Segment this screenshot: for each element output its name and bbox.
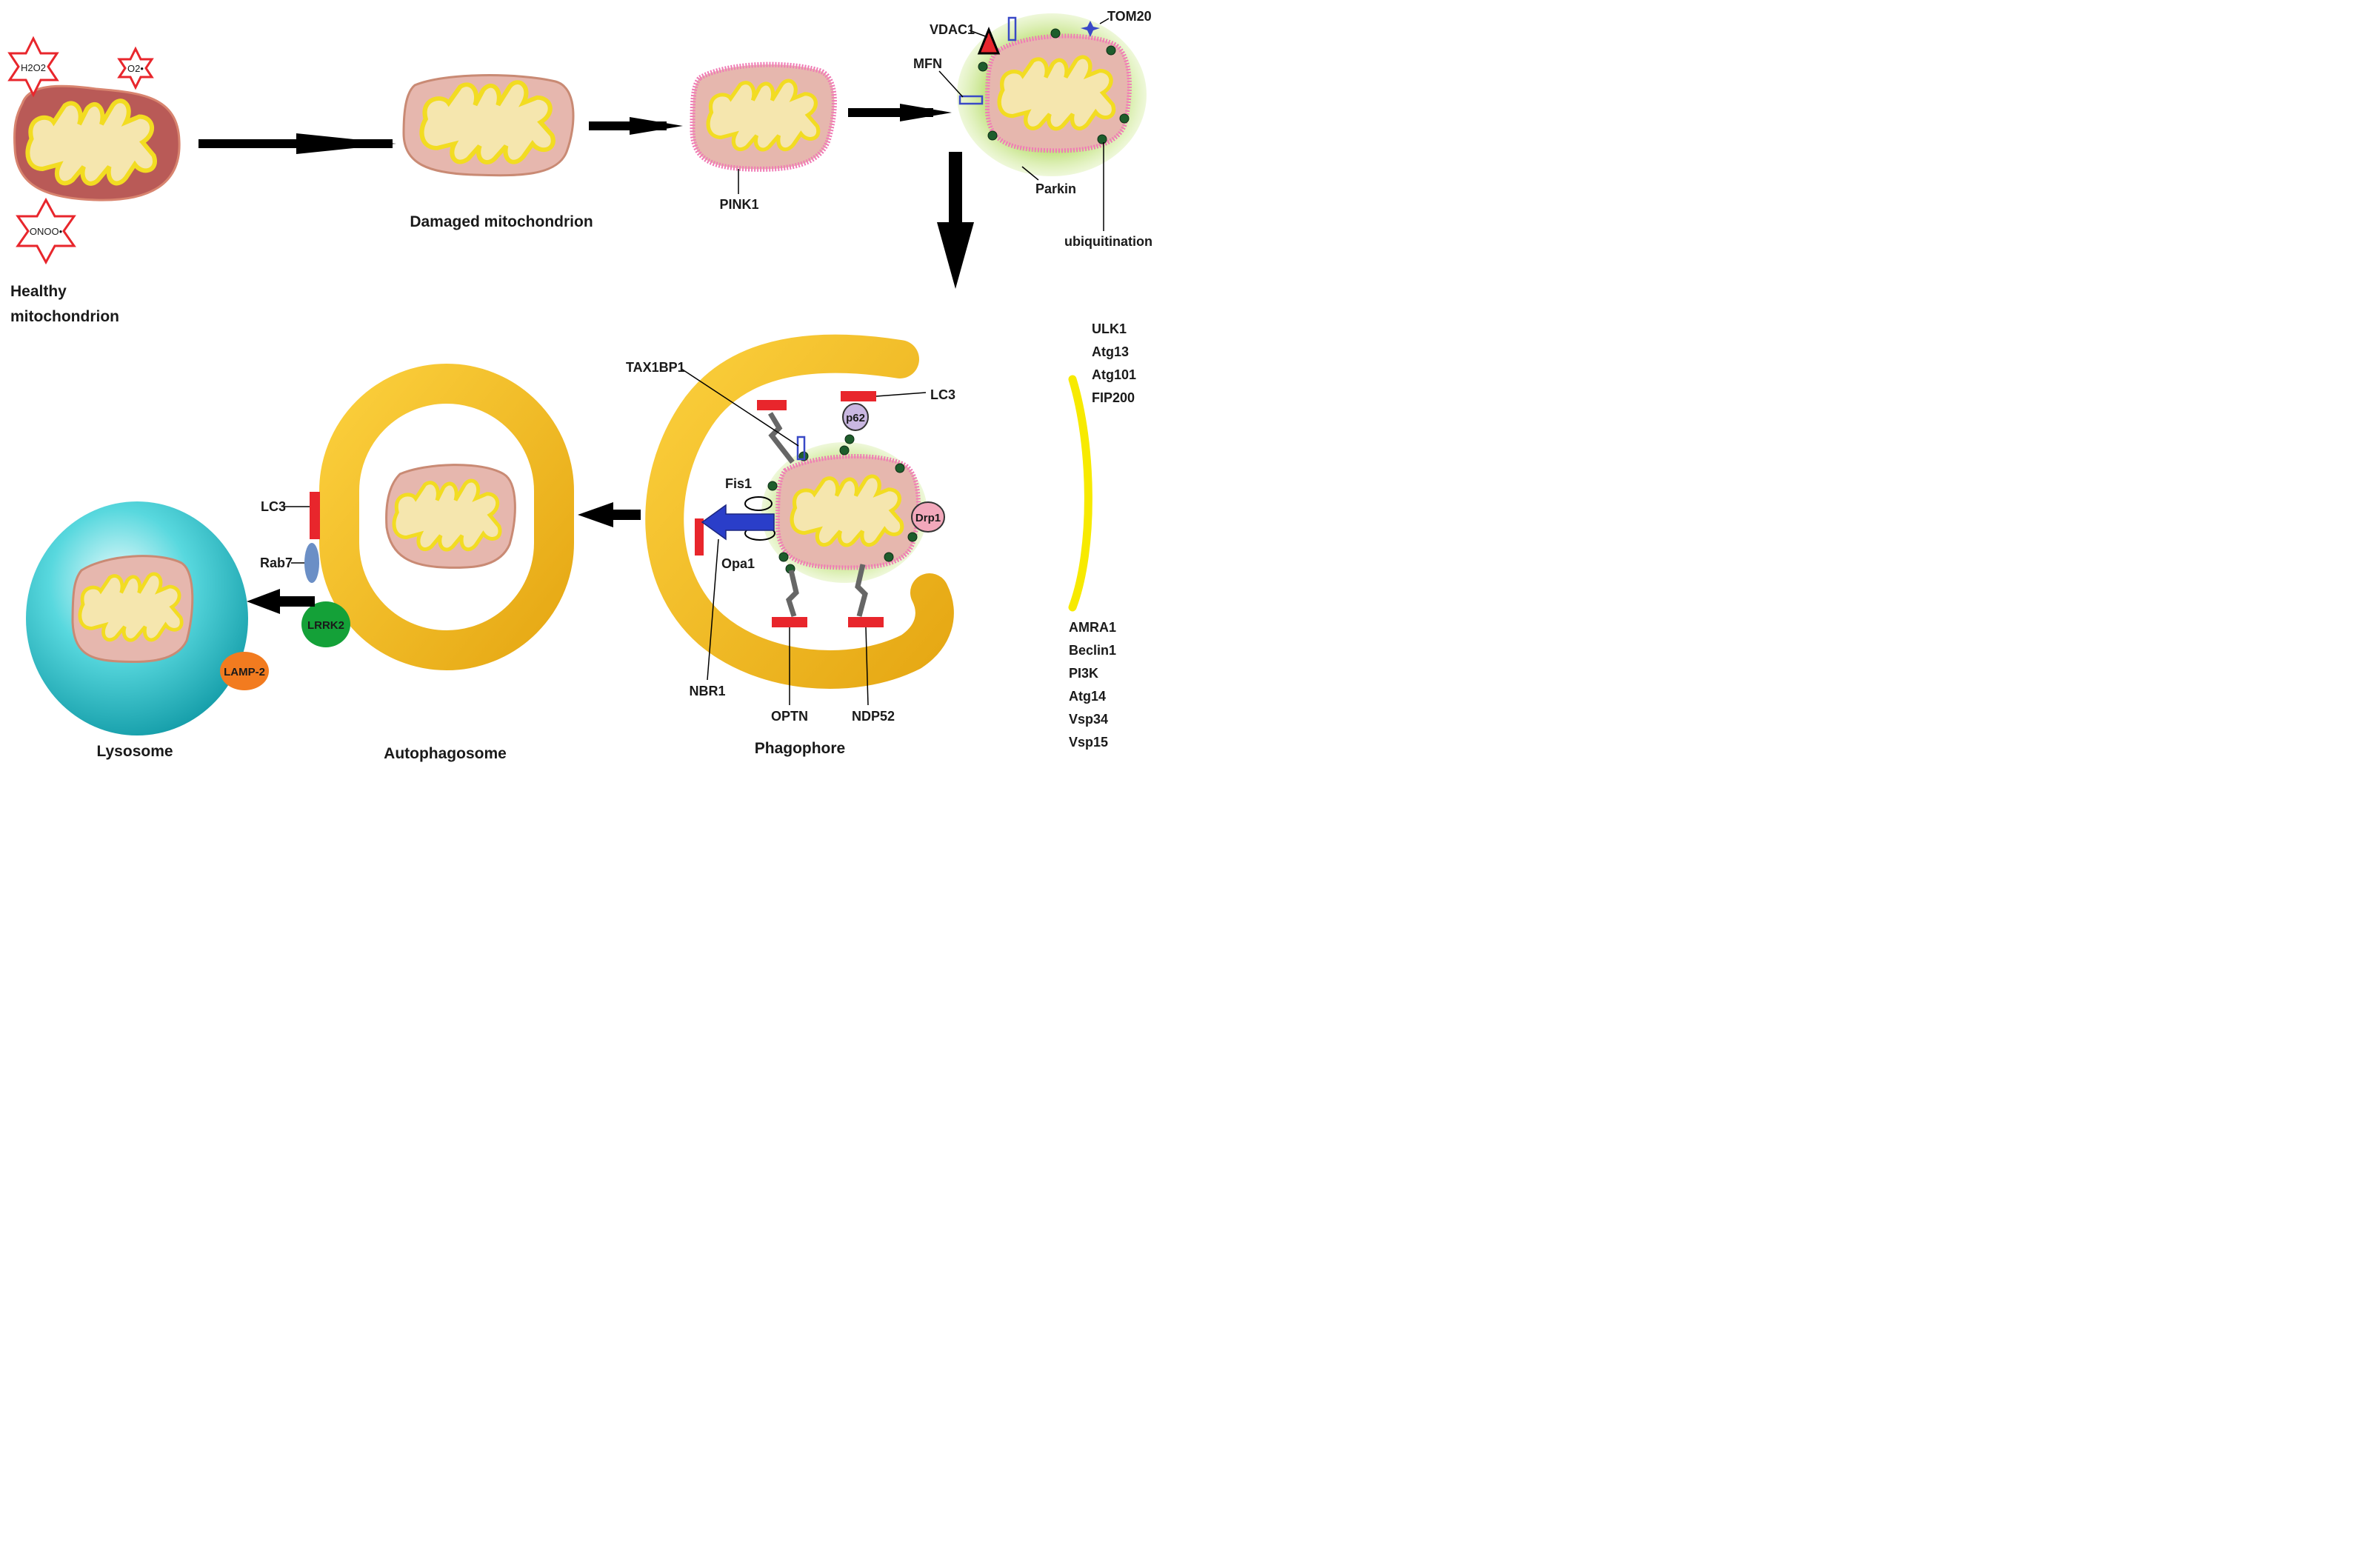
tom20-label: TOM20 [1107,9,1152,24]
lamp2-protein: LAMP-2 [220,652,269,690]
arrow-head-4 [578,502,613,527]
onoo-label: ONOO• [30,226,63,237]
phagophore [645,334,954,689]
lrrk2-protein: LRRK2 [301,601,350,647]
lc3-autophagosome [310,492,320,539]
vdac1-triangle [977,27,1001,55]
lc3-label-autophagosome: LC3 [261,499,286,514]
diagram-canvas: H2O2 O2• ONOO• Healthy mitochondrion Hea… [7,9,1152,762]
onoo-ros-star: ONOO• [16,197,76,265]
vdac1-channel [1007,16,1017,41]
nucleation-item-3: Atg14 [1069,689,1106,704]
vdac1-label: VDAC1 [930,22,975,37]
fis1-ring [744,496,773,511]
o2-label: O2• [127,63,144,74]
isolation-membrane-crescent [1068,375,1092,612]
lc3-receptor-top-left [757,400,787,410]
pink1-label: PINK1 [719,197,758,212]
mfn-label: MFN [913,56,942,71]
pink1-mitochondrion [690,61,837,172]
initiation-item-1: Atg13 [1092,344,1129,359]
healthy-mitochondrion [13,84,181,201]
p62-adaptor: p62 [842,403,869,431]
rab7-protein [304,543,319,583]
lc3-receptor-bottom-right [848,617,884,627]
nucleation-item-5: Vsp15 [1069,735,1108,750]
ndp52-label: NDP52 [852,709,895,724]
h2o2-label: H2O2 [21,62,46,73]
p62-label: p62 [846,412,865,424]
lysosome-label: Lysosome [96,743,173,760]
tom20-star [1081,21,1100,37]
arrow-head-down [937,222,974,289]
arrow-head-2 [630,117,683,135]
lc3-label-phagophore: LC3 [930,387,955,402]
fis1-label: Fis1 [725,476,752,491]
damaged-mitochondrion-label: Damaged mitochondrion [410,213,593,230]
autophagosome [319,364,574,670]
initiation-item-0: ULK1 [1092,321,1127,336]
arrow-head-3 [900,104,952,121]
drp1-protein: Drp1 [911,501,945,533]
healthy-mitochondrion-label-line1: Healthy [10,283,67,300]
tax1bp1-label: TAX1BP1 [626,360,685,375]
initiation-complex-list: ULK1 Atg13 Atg101 FIP200 [1092,321,1136,405]
nbr1-arrow [701,504,775,541]
ubiquitination-label: ubiquitination [1064,234,1152,249]
phagophore-channel [796,436,806,461]
h2o2-ros-star: H2O2 [7,36,59,98]
optn-bolt [786,570,799,618]
arrow-head-5 [247,589,280,614]
tax1bp1-bolt [767,412,795,464]
lrrk2-label: LRRK2 [307,619,344,632]
drp1-label: Drp1 [915,512,941,524]
nucleation-item-2: PI3K [1069,666,1098,681]
healthy-mitochondrion-label-line2: mitochondrion [10,308,119,325]
nbr1-label: NBR1 [689,684,725,698]
mfn-rect [958,95,984,105]
rab7-label: Rab7 [260,556,293,570]
lc3-receptor-bottom-left [772,617,807,627]
lc3-receptor-left [695,518,704,556]
phagophore-label: Phagophore [755,740,846,757]
parkin-mitochondrion [957,13,1147,176]
lamp2-label: LAMP-2 [224,666,265,678]
nucleation-item-4: Vsp34 [1069,712,1108,727]
initiation-item-2: Atg101 [1092,367,1136,382]
autophagosome-label: Autophagosome [384,745,507,762]
damaged-mitochondrion [402,74,575,177]
opa1-label: Opa1 [721,556,755,571]
nucleation-item-0: AMRA1 [1069,620,1116,635]
ndp52-bolt [855,564,868,617]
optn-label: OPTN [771,709,808,724]
nucleation-item-1: Beclin1 [1069,643,1116,658]
o2-ros-star: O2• [117,46,154,90]
mitophagy-diagram: H2O2 O2• ONOO• Healthy mitochondrion Hea… [0,0,1161,771]
lysosome [26,501,248,735]
arrow-head-1 [296,133,396,154]
lc3-receptor-top-right [841,391,876,401]
nucleation-complex-list: AMRA1 Beclin1 PI3K Atg14 Vsp34 Vsp15 [1069,620,1116,750]
initiation-item-3: FIP200 [1092,390,1135,405]
parkin-label: Parkin [1035,181,1076,196]
